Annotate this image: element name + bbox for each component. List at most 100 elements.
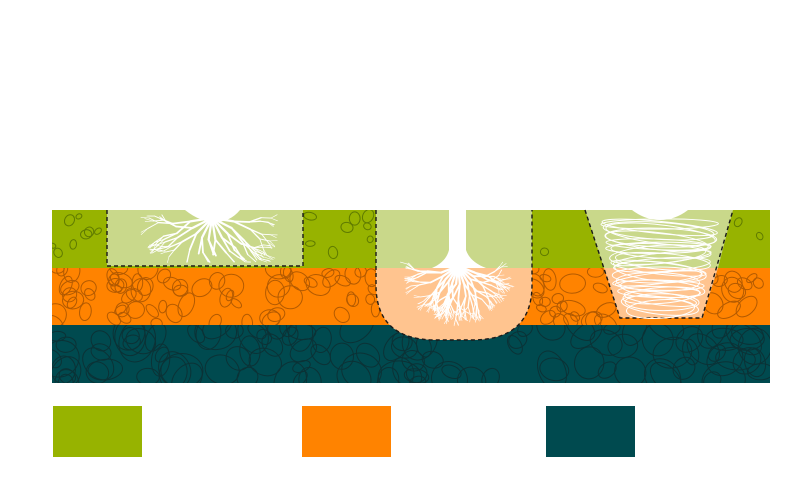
root-segment [427, 302, 433, 308]
root-segment [494, 266, 502, 273]
pebble [732, 347, 762, 375]
pebble [52, 356, 82, 383]
root-segment [253, 244, 264, 249]
pebble [392, 357, 415, 383]
tapered-hole-with-circling-roots [584, 209, 734, 320]
pebble [173, 284, 189, 297]
tree-trunk-flare [632, 210, 688, 220]
root-segment [265, 254, 274, 260]
pebble [230, 298, 243, 309]
pebble [75, 213, 83, 220]
pebble [121, 327, 140, 345]
root-segment [412, 279, 422, 283]
root-segment [189, 216, 214, 223]
pebble [597, 361, 617, 379]
root-segment [467, 312, 473, 318]
pebble [409, 375, 427, 383]
root-segment [500, 287, 505, 294]
pebble [114, 325, 146, 357]
root-segment [446, 302, 449, 312]
root-segment [148, 217, 159, 224]
root-loop [604, 227, 718, 248]
pebble [266, 274, 291, 298]
pebble [289, 338, 318, 363]
root-segment [270, 217, 278, 222]
root-segment [165, 249, 175, 253]
pebble [53, 247, 63, 258]
root-segment [450, 310, 454, 317]
root-segment [408, 262, 416, 271]
pebble [277, 285, 303, 310]
root-segment [259, 238, 271, 242]
root-segment [501, 263, 507, 268]
root-segment [484, 270, 496, 277]
root-segment [416, 271, 428, 279]
pebble [54, 369, 80, 383]
pebble [94, 227, 102, 235]
root-segment [498, 288, 504, 294]
root-segment [167, 236, 179, 248]
root-segment [490, 284, 499, 289]
root-segment [427, 302, 433, 306]
root-segment [487, 292, 497, 298]
pebble [90, 330, 112, 352]
root-segment [229, 250, 240, 258]
root-segment [261, 233, 269, 243]
root-segment [140, 217, 150, 219]
root-segment [221, 236, 231, 253]
pebble [354, 268, 367, 278]
spreading-roots [140, 214, 278, 264]
root-segment [484, 295, 492, 303]
root-segment [459, 307, 463, 317]
root-segment [429, 275, 445, 284]
hole-outline [106, 210, 304, 267]
root-segment [163, 232, 178, 241]
root-segment [259, 259, 268, 263]
root-segment [441, 313, 446, 320]
root-segment [269, 240, 276, 247]
pebble [115, 302, 130, 318]
root-segment [497, 288, 504, 291]
root-segment [263, 246, 273, 249]
root-segment [462, 282, 467, 297]
pebble [405, 363, 428, 383]
pebble [321, 268, 335, 278]
pebble [361, 210, 375, 224]
pebble [559, 299, 586, 317]
root-segment [410, 268, 419, 272]
pebble [506, 334, 523, 355]
root-segment [270, 234, 277, 238]
tree-trunk [432, 210, 486, 268]
pebble [607, 333, 639, 359]
pebble [52, 314, 64, 325]
pebble [310, 344, 331, 366]
root-segment [469, 314, 472, 323]
root-segment [438, 302, 445, 308]
root-segment [495, 296, 501, 304]
root-segment [495, 296, 503, 298]
pebble [273, 361, 308, 383]
pebble [195, 325, 222, 351]
pebble [247, 325, 267, 340]
root-segment [262, 248, 268, 256]
root-segment [434, 311, 439, 319]
pebble [731, 325, 764, 345]
pebble [66, 296, 78, 309]
root-segment [461, 315, 468, 321]
root-loop [600, 218, 719, 230]
pebble [686, 333, 720, 366]
root-segment [498, 269, 503, 276]
root-segment [416, 304, 424, 308]
root-segment [453, 318, 457, 326]
root-segment [486, 304, 493, 308]
pebble [208, 272, 226, 290]
root-segment [168, 249, 175, 258]
root-segment [471, 294, 478, 306]
root-segment [171, 241, 183, 247]
pebble [194, 325, 238, 351]
pebble [549, 305, 562, 318]
root-segment [226, 232, 236, 252]
root-segment [270, 214, 278, 219]
root-segment [261, 258, 271, 261]
root-segment [432, 304, 436, 310]
